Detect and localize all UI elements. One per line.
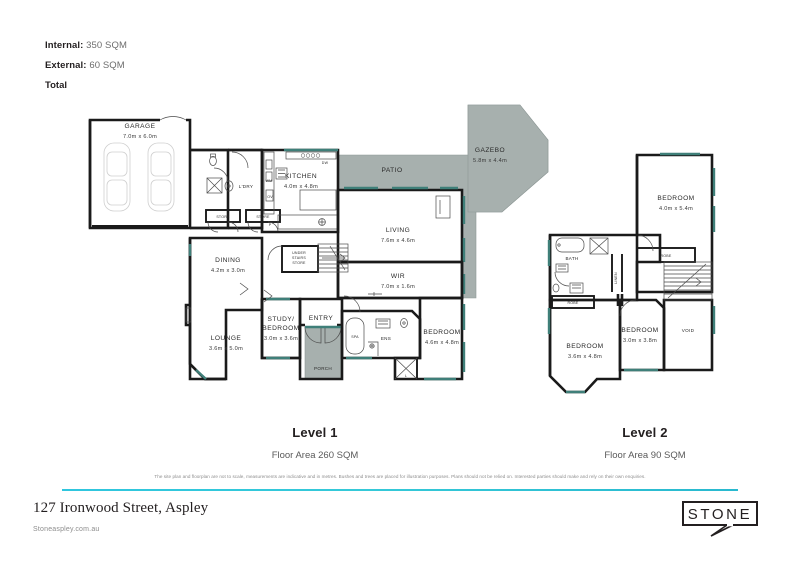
stone-logo-text: STONE — [688, 506, 752, 523]
svg-text:GAZEBO: GAZEBO — [475, 147, 505, 154]
stone-logo[interactable]: STONE — [681, 500, 765, 538]
svg-text:BATH: BATH — [565, 256, 578, 261]
svg-text:BEDROOM: BEDROOM — [657, 195, 694, 202]
level-2-caption: Level 2 Floor Area 90 SQM — [555, 425, 735, 461]
svg-text:SPA: SPA — [351, 335, 359, 339]
svg-text:PORCH: PORCH — [314, 366, 332, 371]
level-2-title: Level 2 — [622, 425, 668, 440]
external-value: 60 SQM — [89, 60, 125, 71]
svg-text:LIVING: LIVING — [386, 227, 410, 234]
disclaimer-text: The site plan and floorplan are not to s… — [154, 474, 646, 479]
svg-text:5.8m x 4.4m: 5.8m x 4.4m — [473, 158, 507, 164]
svg-text:LOUNGE: LOUNGE — [211, 335, 242, 342]
area-summary: Internal: 350 SQM External: 60 SQM Total — [45, 40, 127, 91]
svg-text:ROBE: ROBE — [661, 254, 672, 258]
internal-label: Internal: — [45, 40, 84, 51]
svg-text:7.0m x 6.0m: 7.0m x 6.0m — [123, 134, 157, 140]
svg-text:4.0m x 4.8m: 4.0m x 4.8m — [284, 184, 318, 190]
svg-text:BEDROOM: BEDROOM — [566, 343, 603, 350]
floorplan-drawing: .w{fill:none;stroke:#1a1a1a;stroke-width… — [88, 104, 716, 394]
svg-text:7.6m x 4.6m: 7.6m x 4.6m — [381, 238, 415, 244]
svg-text:4.0m x 5.4m: 4.0m x 5.4m — [659, 206, 693, 212]
external-area-row: External: 60 SQM — [45, 60, 127, 71]
total-label: Total — [45, 80, 67, 91]
svg-text:VOID: VOID — [682, 328, 695, 333]
property-address: 127 Ironwood Street, Aspley — [33, 500, 209, 516]
svg-text:STORE: STORE — [292, 261, 306, 265]
svg-text:3.6m x 5.0m: 3.6m x 5.0m — [209, 346, 243, 352]
svg-text:UNDER: UNDER — [292, 251, 306, 255]
level-2-area: Floor Area 90 SQM — [604, 450, 686, 461]
internal-area-row: Internal: 350 SQM — [45, 40, 127, 51]
divider-rule — [62, 489, 738, 491]
svg-text:ENTRY: ENTRY — [309, 315, 334, 322]
svg-text:L'DRY: L'DRY — [239, 184, 254, 189]
svg-text:BEDROOM: BEDROOM — [621, 327, 658, 334]
external-label: External: — [45, 60, 87, 71]
svg-text:STAIRS: STAIRS — [292, 256, 306, 260]
svg-text:STUDY/: STUDY/ — [268, 316, 295, 323]
svg-text:P: P — [269, 223, 272, 227]
svg-text:LINEN: LINEN — [614, 272, 618, 284]
svg-text:7.0m x 1.6m: 7.0m x 1.6m — [381, 284, 415, 290]
internal-value: 350 SQM — [86, 40, 127, 51]
svg-text:3.0m x 3.6m: 3.0m x 3.6m — [264, 336, 298, 342]
svg-text:4.2m x 3.0m: 4.2m x 3.0m — [211, 268, 245, 274]
svg-text:ENS: ENS — [381, 336, 391, 341]
svg-text:WIR: WIR — [391, 273, 405, 280]
svg-text:OV: OV — [267, 195, 273, 199]
svg-text:DINING: DINING — [215, 257, 241, 264]
footer-address-block: 127 Ironwood Street, Aspley Stoneaspley.… — [33, 500, 208, 533]
svg-text:GARAGE: GARAGE — [125, 123, 156, 130]
svg-text:3.6m x 4.8m: 3.6m x 4.8m — [568, 354, 602, 360]
svg-text:KITCHEN: KITCHEN — [285, 173, 317, 180]
svg-text:STORE: STORE — [216, 215, 230, 219]
svg-text:3.0m x 3.8m: 3.0m x 3.8m — [623, 338, 657, 344]
svg-text:DW: DW — [322, 161, 329, 165]
svg-text:L: L — [405, 374, 407, 378]
svg-text:WM: WM — [266, 179, 273, 183]
website-url: Stoneaspley.com.au — [33, 526, 100, 533]
level-1-title: Level 1 — [292, 425, 338, 440]
svg-text:4.6m x 4.8m: 4.6m x 4.8m — [425, 340, 459, 346]
svg-text:BEDROOM: BEDROOM — [423, 329, 460, 336]
level-1-caption: Level 1 Floor Area 260 SQM — [225, 425, 405, 461]
level-1-area: Floor Area 260 SQM — [271, 450, 359, 461]
svg-text:PATIO: PATIO — [381, 167, 402, 174]
svg-text:ROBE: ROBE — [568, 301, 579, 305]
svg-text:BEDROOM: BEDROOM — [262, 325, 299, 332]
